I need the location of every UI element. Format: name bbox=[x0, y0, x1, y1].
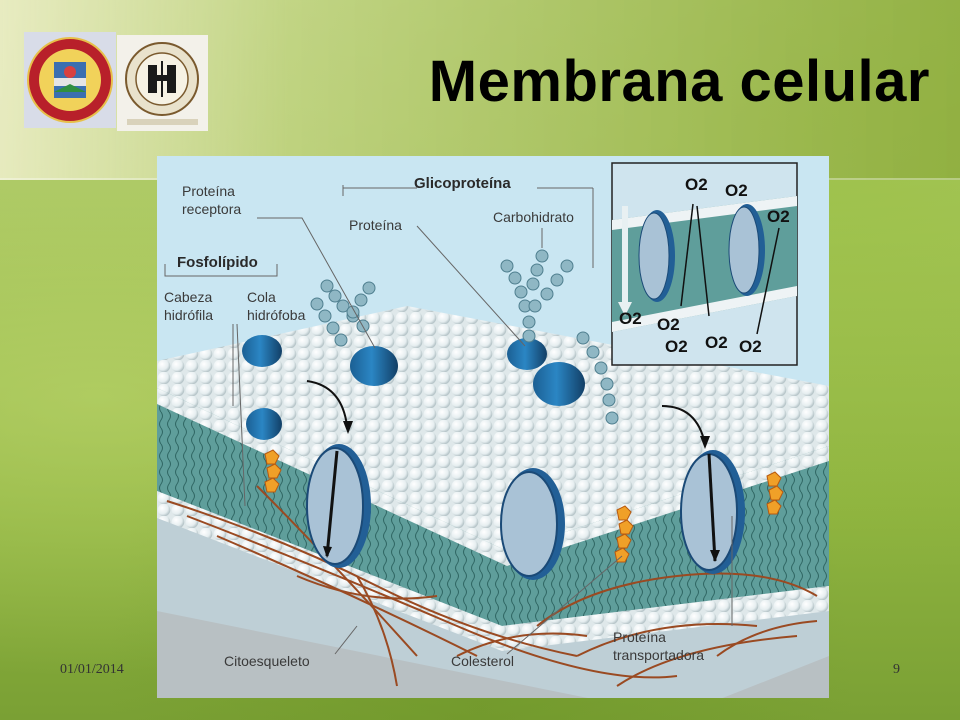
o2-label: O2 bbox=[619, 309, 642, 328]
label-cabeza-1: Cabeza bbox=[164, 289, 212, 305]
lower-head-row bbox=[157, 491, 829, 651]
o2-label: O2 bbox=[725, 181, 748, 200]
transport-protein-left bbox=[306, 444, 371, 568]
cell-membrane-diagram: O2 O2 O2 O2 O2 O2 O2 O2 Glicoproteína Pr… bbox=[157, 156, 829, 698]
label-proteina-receptora-2: receptora bbox=[182, 201, 241, 217]
peripheral-protein bbox=[242, 335, 282, 367]
university-logo bbox=[24, 32, 116, 128]
label-transportadora-2: transportadora bbox=[613, 647, 704, 663]
o2-label: O2 bbox=[705, 333, 728, 352]
label-cabeza-2: hidrófila bbox=[164, 307, 213, 323]
label-proteina: Proteína bbox=[349, 217, 402, 233]
label-cola-2: hidrófoba bbox=[247, 307, 306, 323]
label-fosfolipido: Fosfolípido bbox=[177, 254, 258, 271]
faculty-logo bbox=[117, 35, 208, 131]
label-transportadora-1: Proteína bbox=[613, 629, 666, 645]
o2-label: O2 bbox=[767, 207, 790, 226]
slide-title: Membrana celular bbox=[428, 49, 930, 114]
hydrophobic-layer bbox=[157, 386, 829, 626]
surface-protein bbox=[350, 346, 398, 386]
o2-label: O2 bbox=[665, 337, 688, 356]
o2-label: O2 bbox=[739, 337, 762, 356]
upper-head-surface bbox=[157, 306, 829, 551]
label-leader-lines bbox=[164, 185, 733, 655]
glycoprotein-base bbox=[533, 362, 585, 406]
label-citoesqueleto: Citoesqueleto bbox=[224, 653, 310, 669]
oxygen-diffusion-inset: O2 O2 O2 O2 O2 O2 O2 O2 bbox=[611, 162, 798, 366]
cytoskeleton-fibers bbox=[166, 485, 818, 687]
slide-date: 01/01/2014 bbox=[60, 662, 124, 677]
label-carbohidrato: Carbohidrato bbox=[493, 209, 574, 225]
carbohydrate-chains bbox=[310, 249, 619, 425]
label-glicoproteina: Glicoproteína bbox=[414, 175, 511, 192]
label-colesterol: Colesterol bbox=[451, 653, 514, 669]
channel-protein-center bbox=[500, 468, 565, 580]
label-cola-1: Cola bbox=[247, 289, 276, 305]
label-proteina-receptora-1: Proteína bbox=[182, 183, 235, 199]
slide-page-number: 9 bbox=[893, 662, 900, 677]
glycoprotein-protein bbox=[507, 338, 547, 370]
transport-protein-right bbox=[680, 450, 745, 574]
o2-label: O2 bbox=[685, 175, 708, 194]
curved-arrow-icon bbox=[306, 380, 348, 427]
o2-label: O2 bbox=[657, 315, 680, 334]
cholesterol-molecules bbox=[264, 449, 784, 563]
